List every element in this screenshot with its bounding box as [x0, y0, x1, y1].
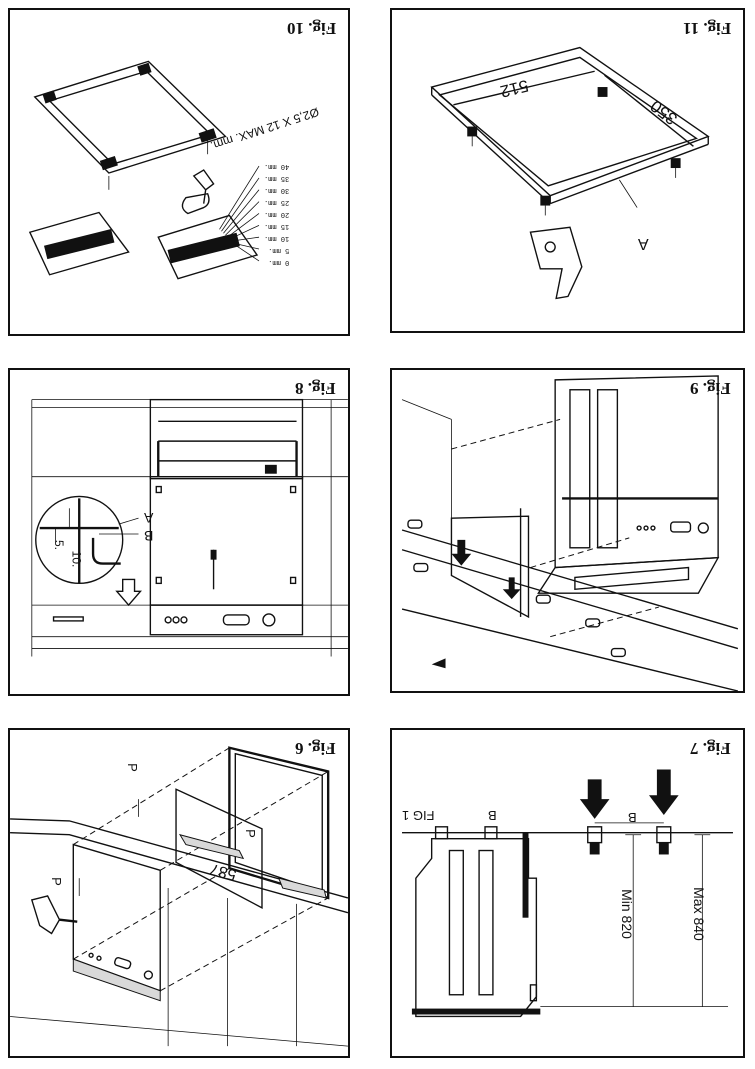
fig10-depth-0: 40 mm.: [264, 162, 290, 170]
fig7-max-label: Max 840: [690, 887, 707, 941]
fig11-panel: Fig. 11 512 350 A: [390, 8, 745, 333]
fig6-label: Fig. 6: [295, 739, 336, 758]
fig10-label: Fig. 10: [286, 19, 336, 38]
fig6-dim-p3: P: [242, 829, 258, 838]
fig7-fig-ref: FIG 1: [402, 808, 435, 823]
fig9-panel: Fig. 9: [390, 368, 745, 693]
fig8-dim-10: 10.: [69, 550, 84, 568]
fig8-label: Fig. 8: [295, 379, 336, 398]
fig7-panel: Fig. 7 FIG 1 B B Min 820 Max 840: [390, 728, 745, 1058]
fig7-callout-b-left: B: [488, 808, 497, 823]
fig6-dim-p1: P: [124, 763, 140, 772]
fig10-depth-1: 35 mm.: [264, 174, 290, 182]
fig8-callout-b: B: [144, 528, 154, 544]
fig10-depth-7: 5 mm.: [268, 246, 290, 254]
fig8-dim-5: 5.: [52, 539, 67, 551]
fig10-depth-4: 20 mm.: [264, 210, 290, 218]
fig10-depth-2: 30 mm.: [264, 186, 290, 194]
fig10-depth-6: 10 mm.: [264, 234, 290, 242]
fig8-drawing: [31, 398, 348, 657]
fig7-label: Fig. 7: [690, 739, 731, 758]
fig11-callout-a: A: [638, 235, 649, 252]
fig11-label: Fig. 11: [682, 19, 731, 38]
fig8-callout-a: A: [144, 510, 154, 526]
fig7-callout-b-right: B: [628, 810, 637, 825]
fig10-depth-8: 0 mm.: [268, 258, 290, 266]
fig11-drawing: [430, 46, 710, 300]
fig10-rail-teeth-left: [44, 229, 115, 260]
fig9-label: Fig. 9: [690, 379, 731, 398]
fig7-min-label: Min 820: [618, 889, 635, 939]
fig10-depth-3: 25 mm.: [264, 198, 290, 206]
fig9-drawing: [401, 375, 739, 691]
fig10-drawing: [28, 60, 260, 280]
fig8-panel: Fig. 8 A B 10. 5.: [8, 368, 350, 696]
fig6-dim-p2: P: [48, 877, 64, 886]
fig7-drawing: [402, 769, 733, 1018]
fig6-drawing: [10, 746, 348, 1047]
fig6-panel: Fig. 6 587 P P P: [8, 728, 350, 1058]
fig10-panel: Fig. 10 Ø2,5 X 12 MAX. mm. 40 mm. 35 mm.…: [8, 8, 350, 336]
fig10-depth-list: 40 mm. 35 mm. 30 mm. 25 mm. 20 mm. 15 mm…: [264, 160, 289, 268]
fig10-depth-5: 15 mm.: [264, 222, 290, 230]
